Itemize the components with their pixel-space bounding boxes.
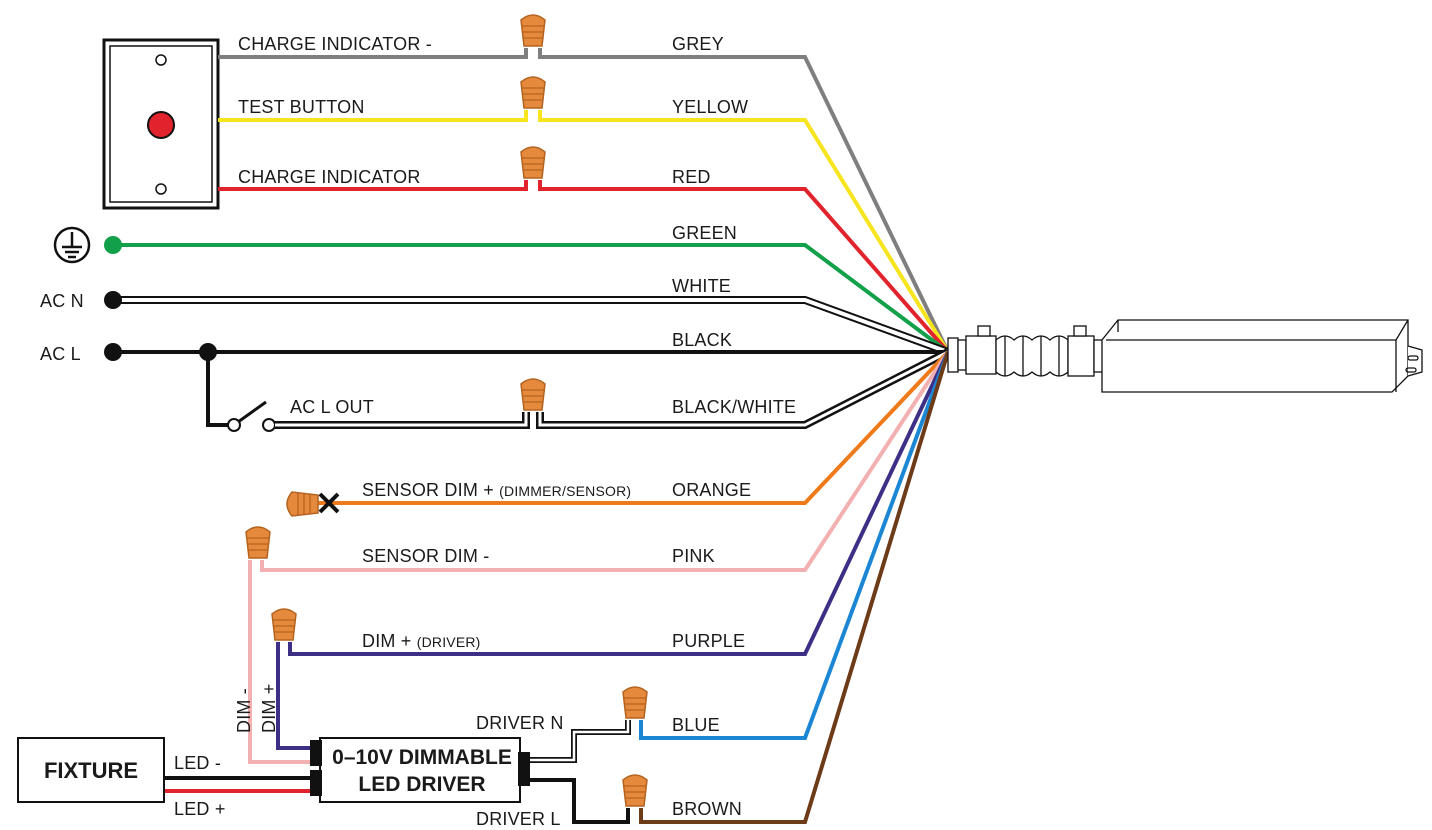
wire-black-white (275, 348, 950, 429)
wire-label-black-white: BLACK/WHITE (672, 397, 796, 417)
label-sensor-dim-neg: SENSOR DIM - (362, 546, 489, 566)
label-dim-pos-vertical: DIM + (259, 683, 279, 733)
label-sensor-dim-pos: SENSOR DIM + (DIMMER/SENSOR) (362, 480, 631, 500)
wire-brown (639, 351, 950, 824)
wire-green (104, 236, 950, 354)
label-charge-indicator-neg: CHARGE INDICATOR - (238, 34, 432, 54)
wire-label-purple: PURPLE (672, 631, 745, 651)
ground-terminal (104, 236, 122, 254)
wire-nut-icon (520, 14, 546, 47)
wire-nut-icon (245, 526, 271, 559)
wire-label-black: BLACK (672, 330, 732, 350)
wire-nut-icon (520, 378, 546, 411)
wire-nut-icon (520, 76, 546, 109)
ac-n-terminal (104, 291, 122, 309)
driver-n-wire (520, 720, 631, 763)
fixture-box: FIXTURE (17, 737, 165, 803)
fixture-label: FIXTURE (44, 758, 138, 783)
wire-yellow (218, 110, 950, 354)
label-dim-pos: DIM + (DRIVER) (362, 631, 481, 651)
switch-icon (206, 352, 276, 432)
wire-white (104, 291, 950, 356)
ac-l-terminal (104, 343, 122, 361)
wire-nut-icon (520, 146, 546, 179)
label-ac-l-out: AC L OUT (290, 397, 374, 417)
wire-label-yellow: YELLOW (672, 97, 748, 117)
emergency-driver-icon (947, 319, 1423, 393)
ground-icon (53, 226, 91, 264)
label-led-neg: LED - (174, 753, 221, 773)
wire-orange (305, 350, 950, 505)
driver-l-wire (520, 778, 630, 824)
led-driver-box: 0–10V DIMMABLE LED DRIVER (310, 737, 530, 803)
label-charge-indicator: CHARGE INDICATOR (238, 167, 421, 187)
wire-pink (248, 350, 950, 764)
wire-label-blue: BLUE (672, 715, 720, 735)
wire-nut-icon (286, 491, 319, 517)
wire-nut-icon (622, 686, 648, 719)
label-dim-neg-vertical: DIM - (234, 688, 254, 733)
cut-wire-icon (318, 492, 340, 514)
driver-title-line1: 0–10V DIMMABLE (332, 746, 512, 769)
label-test-button: TEST BUTTON (238, 97, 365, 117)
label-led-pos: LED + (174, 799, 226, 819)
led-wires (165, 776, 320, 793)
wire-label-red: RED (672, 167, 711, 187)
wire-purple (276, 351, 950, 750)
plate-screw-top (155, 54, 167, 66)
wire-black (104, 343, 948, 361)
wire-label-orange: ORANGE (672, 480, 751, 500)
plate-screw-bottom (155, 183, 167, 195)
test-button-icon[interactable] (147, 111, 175, 139)
wire-red (218, 180, 950, 354)
wire-label-pink: PINK (672, 546, 715, 566)
label-ac-n: AC N (40, 291, 84, 311)
driver-title-line2: LED DRIVER (358, 773, 485, 796)
test-switch-plate (102, 38, 220, 210)
wire-label-green: GREEN (672, 223, 737, 243)
label-ac-l: AC L (40, 344, 81, 364)
wire-label-brown: BROWN (672, 799, 742, 819)
label-driver-n: DRIVER N (476, 713, 564, 733)
wire-grey (218, 48, 950, 353)
wire-nut-icon (622, 774, 648, 807)
wire-blue (639, 351, 950, 740)
wire-label-white: WHITE (672, 276, 731, 296)
wire-label-grey: GREY (672, 34, 724, 54)
wire-nut-icon (271, 608, 297, 641)
label-driver-l: DRIVER L (476, 809, 561, 829)
